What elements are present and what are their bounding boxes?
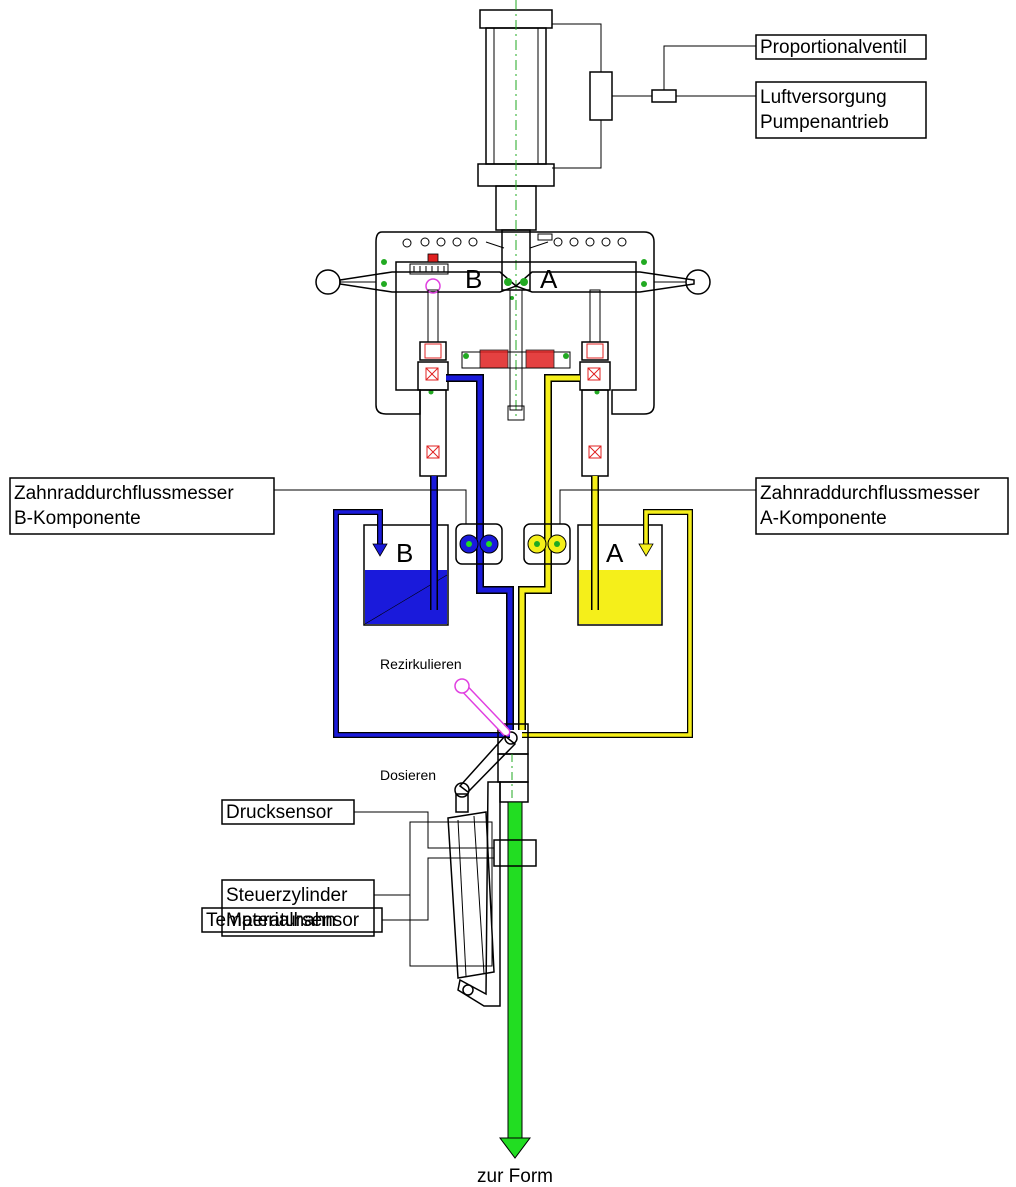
tank-letter-b: B <box>396 538 413 568</box>
air-supply-text-2: Pumpenantrieb <box>760 112 889 133</box>
sensor-block <box>354 811 537 921</box>
label-pressure-sensor: Drucksensor <box>221 799 355 825</box>
dosing-pump-b <box>417 289 449 477</box>
pneumatic-drive-cylinder <box>477 0 555 420</box>
gear-flowmeter-b <box>455 523 503 565</box>
to-mold-label: zur Form <box>477 1166 553 1187</box>
flowmeter-a-text-1: Zahnraddurchflussmesser <box>760 483 980 504</box>
control-cylinder-text-1: Steuerzylinder <box>226 885 348 906</box>
component-a-lines <box>518 374 693 738</box>
tank-a: A <box>577 524 663 626</box>
label-temperature-sensor: Temperatursensor <box>201 907 383 933</box>
label-flowmeter-b: Zahnraddurchflussmesser B-Komponente <box>9 477 467 535</box>
tank-letter-a: A <box>606 538 624 568</box>
temperature-sensor-text: Temperatursensor <box>206 910 360 931</box>
control-cylinder <box>409 781 501 1007</box>
flowmeter-a-text-2: A-Komponente <box>760 508 887 529</box>
label-air-supply: Luftversorgung Pumpenantrieb <box>755 81 927 139</box>
component-b-lines <box>333 374 514 738</box>
recirculate-label: Rezirkulieren <box>380 656 462 672</box>
dose-label: Dosieren <box>380 767 436 783</box>
pressure-sensor-text: Drucksensor <box>226 802 333 823</box>
flowmeter-b-text-2: B-Komponente <box>14 508 141 529</box>
gear-flowmeter-a <box>523 523 571 565</box>
control-cylinder-text-2: Materialhahn <box>226 910 336 931</box>
frame-letter-b: B <box>465 264 482 294</box>
mixed-output-line <box>499 801 531 1159</box>
valve-head-seals <box>461 349 571 369</box>
label-flowmeter-a: Zahnraddurchflussmesser A-Komponente <box>559 477 1009 535</box>
label-control-cylinder: Steuerzylinder Materialhahn <box>221 879 410 937</box>
proportional-valve-text: Proportionalventil <box>760 37 907 58</box>
pneumatic-valve-wiring <box>552 23 756 169</box>
dosing-pump-a <box>579 289 611 477</box>
flowmeter-b-text-1: Zahnraddurchflussmesser <box>14 483 234 504</box>
lever-frame: B A <box>315 231 711 421</box>
frame-letter-a: A <box>540 264 558 294</box>
air-supply-text-1: Luftversorgung <box>760 87 887 108</box>
label-proportional-valve: Proportionalventil <box>755 34 927 60</box>
